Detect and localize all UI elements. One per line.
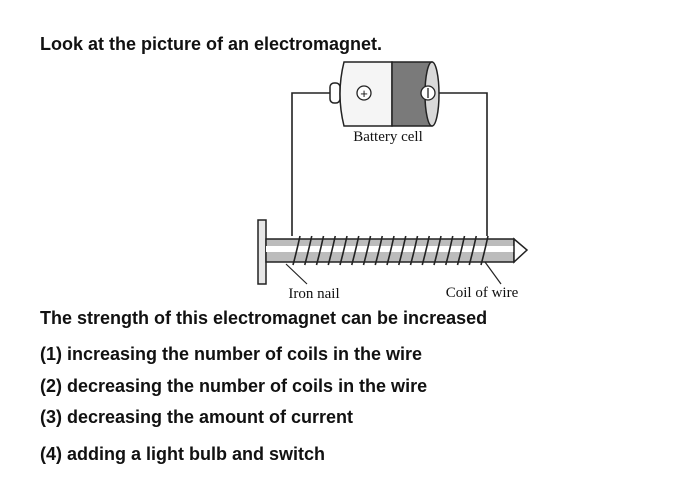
question-stem: The strength of this electromagnet can b… (40, 308, 488, 328)
coil-turn (315, 235, 325, 266)
coil-turn (292, 235, 301, 266)
coil-turn (386, 235, 395, 266)
coil-pointer-line (484, 261, 502, 285)
nail-label: Iron nail (288, 286, 339, 302)
coil-turn (433, 235, 442, 266)
coil-turn (339, 235, 348, 266)
coil-turn (468, 235, 478, 266)
battery-positive-terminal (329, 82, 341, 104)
answer-option-3[interactable]: (3) decreasing the amount of current (40, 407, 354, 427)
electromagnet-diagram: + Battery cell Iron nail Coil of wire (257, 61, 529, 302)
plus-symbol-icon (356, 85, 372, 101)
coil-turn (421, 235, 431, 266)
coil-of-wire (292, 235, 489, 266)
coil-turn (444, 235, 454, 266)
coil-turn (409, 235, 419, 266)
coil-turn (480, 235, 489, 266)
answer-option-1[interactable]: (1) increasing the number of coils in th… (40, 344, 423, 364)
nail-highlight (266, 246, 514, 252)
nail-pointer-line (285, 263, 308, 285)
plus-symbol-text: + (360, 86, 368, 101)
nail-tip (513, 237, 529, 264)
coil-turn (397, 235, 407, 266)
battery-label: Battery cell (353, 129, 423, 145)
circuit-wires (291, 92, 488, 236)
coil-turn (456, 235, 466, 266)
coil-turn (362, 235, 372, 266)
answer-option-4[interactable]: (4) adding a light bulb and switch (40, 444, 325, 464)
coil-turn (327, 235, 337, 266)
coil-turn (350, 235, 360, 266)
nail-head (257, 219, 267, 285)
coil-turn (303, 235, 313, 266)
battery-cell: + (329, 61, 440, 127)
answer-option-2[interactable]: (2) decreasing the number of coils in th… (40, 376, 428, 396)
coil-turn (374, 235, 384, 266)
coil-label: Coil of wire (446, 285, 519, 301)
question-intro: Look at the picture of an electromagnet. (40, 34, 383, 54)
